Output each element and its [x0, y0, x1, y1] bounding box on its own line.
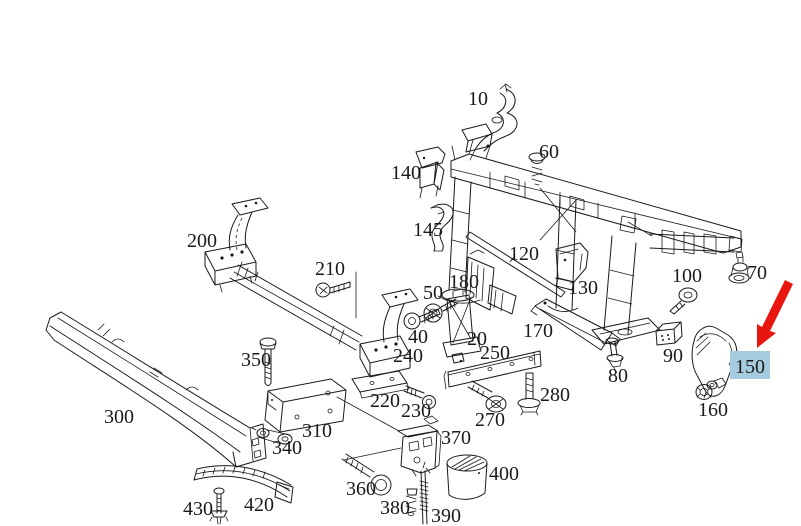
part-label-250[interactable]: 250 — [480, 342, 510, 364]
part-80-rivet — [605, 337, 624, 372]
part-label-380[interactable]: 380 — [380, 497, 410, 519]
part-220-plate — [351, 370, 410, 399]
part-label-300[interactable]: 300 — [104, 406, 134, 428]
part-label-10[interactable]: 10 — [468, 88, 488, 110]
part-label-60[interactable]: 60 — [539, 141, 559, 163]
part-label-200[interactable]: 200 — [187, 230, 217, 252]
part-350-bolt — [259, 337, 277, 386]
part-20-bracket-tower — [442, 288, 482, 364]
part-420-lower-rail — [193, 465, 294, 504]
part-240-mount-bracket-right — [359, 288, 419, 378]
part-label-70[interactable]: 70 — [747, 262, 767, 284]
part-label-145[interactable]: 145 — [413, 219, 443, 241]
part-label-350[interactable]: 350 — [241, 349, 271, 371]
highlighted-part-label-150[interactable]: 150 — [730, 351, 770, 379]
part-90-clip-nut — [655, 321, 683, 346]
part-230-bolt — [403, 385, 436, 409]
part-100-screw — [669, 287, 698, 315]
part-label-100[interactable]: 100 — [672, 265, 702, 287]
part-label-370[interactable]: 370 — [441, 427, 471, 449]
part-370-mount-block — [397, 415, 442, 477]
part-430-bolt — [209, 487, 229, 525]
part-140-bracket — [415, 146, 446, 199]
part-300-bumper-beam — [45, 311, 267, 468]
part-label-90[interactable]: 90 — [663, 345, 683, 367]
part-180-air-duct — [465, 249, 517, 315]
part-130-bracket — [555, 242, 589, 291]
part-label-360[interactable]: 360 — [346, 478, 376, 500]
part-label-20[interactable]: 20 — [467, 328, 487, 350]
part-label-160[interactable]: 160 — [698, 399, 728, 421]
part-390-stud — [419, 461, 429, 525]
part-200-mount-bracket — [204, 197, 269, 293]
part-label-390[interactable]: 390 — [431, 505, 461, 526]
part-carrier-crossmember — [437, 139, 743, 345]
part-label-50[interactable]: 50 — [423, 282, 443, 304]
part-label-210[interactable]: 210 — [315, 258, 345, 280]
part-label-340[interactable]: 340 — [272, 437, 302, 459]
part-210-bolt — [315, 271, 357, 319]
part-label-120[interactable]: 120 — [509, 243, 539, 265]
part-250-rail — [443, 350, 542, 390]
part-label-150-highlight — [730, 351, 770, 379]
part-360-bolt — [341, 453, 392, 496]
part-380-screw — [405, 488, 418, 516]
part-150-fender-bracket — [691, 325, 738, 399]
part-label-420[interactable]: 420 — [244, 494, 274, 516]
part-labels: 10 20 40 50 60 70 80 90 100 120 130 140 … — [104, 88, 767, 526]
part-label-240[interactable]: 240 — [393, 345, 423, 367]
part-label-280[interactable]: 280 — [540, 384, 570, 406]
part-270-washer-bolt — [467, 380, 507, 413]
part-70-expansion-rivet — [728, 251, 750, 284]
part-label-40[interactable]: 40 — [408, 326, 428, 348]
part-label-220[interactable]: 220 — [370, 390, 400, 412]
part-label-140[interactable]: 140 — [391, 162, 421, 184]
part-label-270[interactable]: 270 — [475, 409, 505, 431]
part-label-130[interactable]: 130 — [568, 277, 598, 299]
part-label-310[interactable]: 310 — [302, 420, 332, 442]
part-label-150[interactable]: 150 — [735, 356, 765, 378]
part-280-bolt — [517, 372, 541, 416]
part-340-shackle — [251, 427, 293, 445]
part-label-180[interactable]: 180 — [449, 271, 479, 293]
part-120-seal-strip — [465, 231, 566, 298]
part-label-80[interactable]: 80 — [608, 365, 628, 387]
part-60-screw — [528, 152, 546, 186]
part-40-bolt — [403, 308, 441, 330]
part-label-400[interactable]: 400 — [489, 463, 519, 485]
red-arrow-annotation — [757, 280, 793, 348]
part-145-bracket-strip — [430, 203, 454, 252]
part-160-grommet — [695, 377, 727, 400]
part-label-230[interactable]: 230 — [401, 400, 431, 422]
part-310-crash-box — [264, 378, 347, 433]
part-lower-crossmember-tube — [229, 261, 363, 351]
part-10-headlamp-bracket — [461, 83, 518, 161]
part-label-170[interactable]: 170 — [523, 320, 553, 342]
part-400-crush-can — [446, 454, 488, 500]
part-label-430[interactable]: 430 — [183, 498, 213, 520]
leader-lines — [336, 396, 402, 461]
